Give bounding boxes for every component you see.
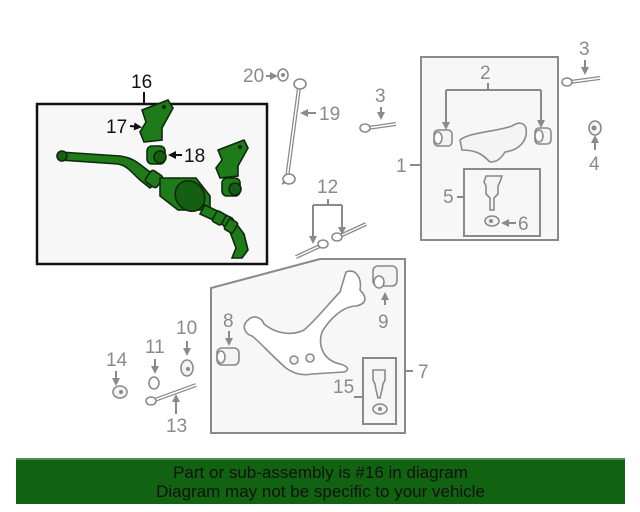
callout-3a[interactable]: 3 <box>375 86 386 107</box>
callout-5[interactable]: 5 <box>443 187 454 208</box>
bracket-icon <box>139 99 249 179</box>
callout-17[interactable]: 17 <box>106 117 127 138</box>
callout-6[interactable]: 6 <box>518 214 529 235</box>
part-7-lower-control-arm-group[interactable]: 7 8 9 15 <box>210 258 429 434</box>
callout-20[interactable]: 20 <box>243 66 264 87</box>
callout-1[interactable]: 1 <box>396 156 407 177</box>
lower-arm-icon <box>243 270 366 376</box>
bolt-head-icon <box>359 123 371 133</box>
stabilizer-bar-icon <box>56 150 249 259</box>
part-4-nut[interactable]: 4 <box>588 120 602 175</box>
callout-18[interactable]: 18 <box>184 146 205 167</box>
callout-11[interactable]: 11 <box>145 337 165 358</box>
part-10-washer[interactable]: 10 <box>176 318 197 377</box>
upper-arm-icon <box>459 122 528 163</box>
part-3-bolt-right[interactable]: 3 <box>561 39 601 87</box>
banner-line-2: Diagram may not be specific to your vehi… <box>156 482 485 501</box>
info-banner: Part or sub-assembly is #16 in diagram D… <box>16 458 625 504</box>
part-14-nut[interactable]: 14 <box>106 350 128 399</box>
callout-2[interactable]: 2 <box>480 63 491 84</box>
ball-joint-icon <box>483 175 504 211</box>
bolt-head-icon <box>331 232 343 242</box>
bolt-head-icon <box>561 77 573 87</box>
part-11-washer[interactable]: 11 <box>145 337 165 390</box>
callout-4[interactable]: 4 <box>589 154 600 175</box>
callout-14[interactable]: 14 <box>106 350 128 371</box>
callout-13[interactable]: 13 <box>166 416 187 437</box>
callout-8[interactable]: 8 <box>223 311 234 332</box>
part-3-bolt-middle[interactable]: 3 <box>359 86 397 133</box>
part-5-box <box>463 168 541 237</box>
part-19-stabilizer-link[interactable]: 20 19 <box>243 66 340 185</box>
banner-line-1: Part or sub-assembly is #16 in diagram <box>173 463 468 482</box>
link-end-icon <box>282 173 296 185</box>
bushing-icon <box>433 127 552 147</box>
part-1-upper-control-arm-group[interactable]: 1 2 5 6 <box>396 56 559 241</box>
bushing-icon <box>372 265 398 289</box>
ball-joint-icon <box>372 369 386 399</box>
callout-16[interactable]: 16 <box>131 72 152 93</box>
bushing-icon <box>216 347 240 366</box>
callout-19[interactable]: 19 <box>319 104 340 125</box>
callout-12[interactable]: 12 <box>317 177 338 198</box>
bushing-icon <box>146 145 242 197</box>
callout-9[interactable]: 9 <box>378 312 389 333</box>
callout-15[interactable]: 15 <box>333 377 354 398</box>
washer-icon <box>148 376 160 390</box>
part-13-bolt[interactable]: 13 <box>145 383 197 437</box>
part-12-bolts[interactable]: 12 <box>295 177 367 259</box>
bolt-head-icon <box>317 239 329 249</box>
callout-7[interactable]: 7 <box>418 362 429 383</box>
part-16-stabilizer-bar-group[interactable]: 16 17 18 <box>35 72 269 266</box>
link-end-icon <box>293 78 307 90</box>
callout-3b[interactable]: 3 <box>579 39 590 60</box>
callout-10[interactable]: 10 <box>176 318 197 339</box>
bolt-head-icon <box>145 396 157 406</box>
